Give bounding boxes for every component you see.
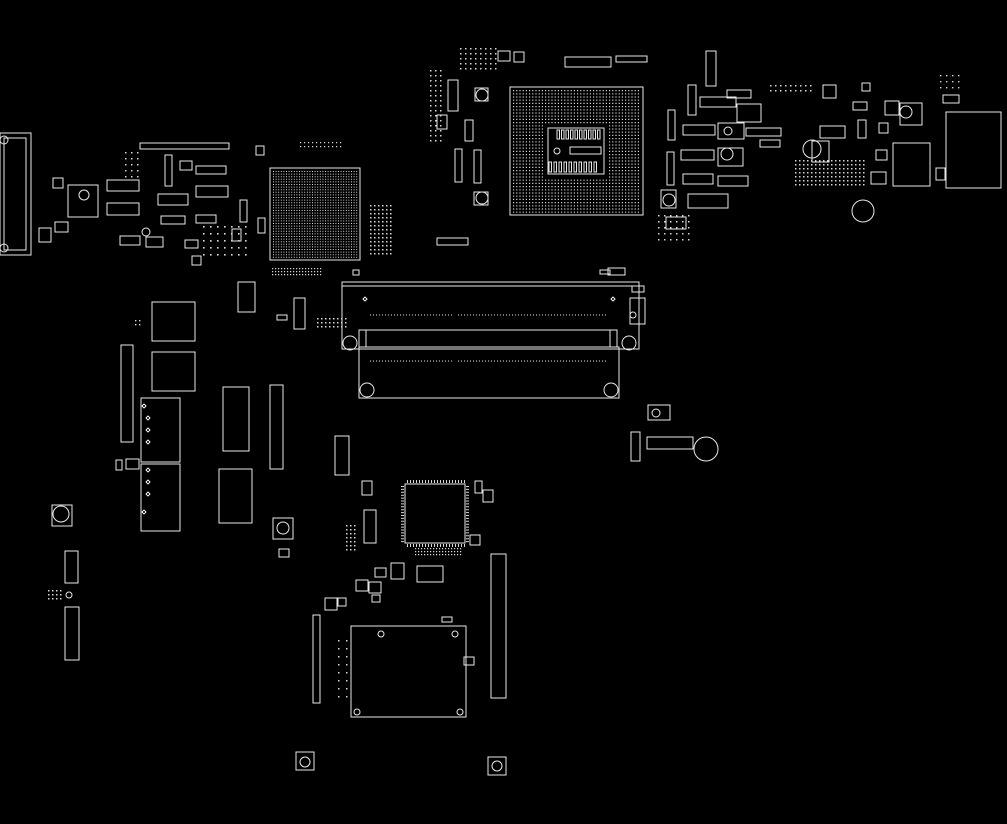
card-reader-pad[interactable] [350, 625, 467, 718]
right-io-connector[interactable] [851, 111, 1002, 223]
ec-chip[interactable] [401, 480, 469, 547]
cpu-socket[interactable] [509, 86, 644, 216]
dimm-slot-1[interactable] [341, 281, 640, 351]
dimm-slot-2[interactable] [358, 346, 620, 399]
component-outlines [38, 48, 960, 776]
bottom-header[interactable] [120, 344, 507, 704]
left-io-connector[interactable] [0, 132, 32, 256]
chipset-bga[interactable] [269, 167, 361, 261]
